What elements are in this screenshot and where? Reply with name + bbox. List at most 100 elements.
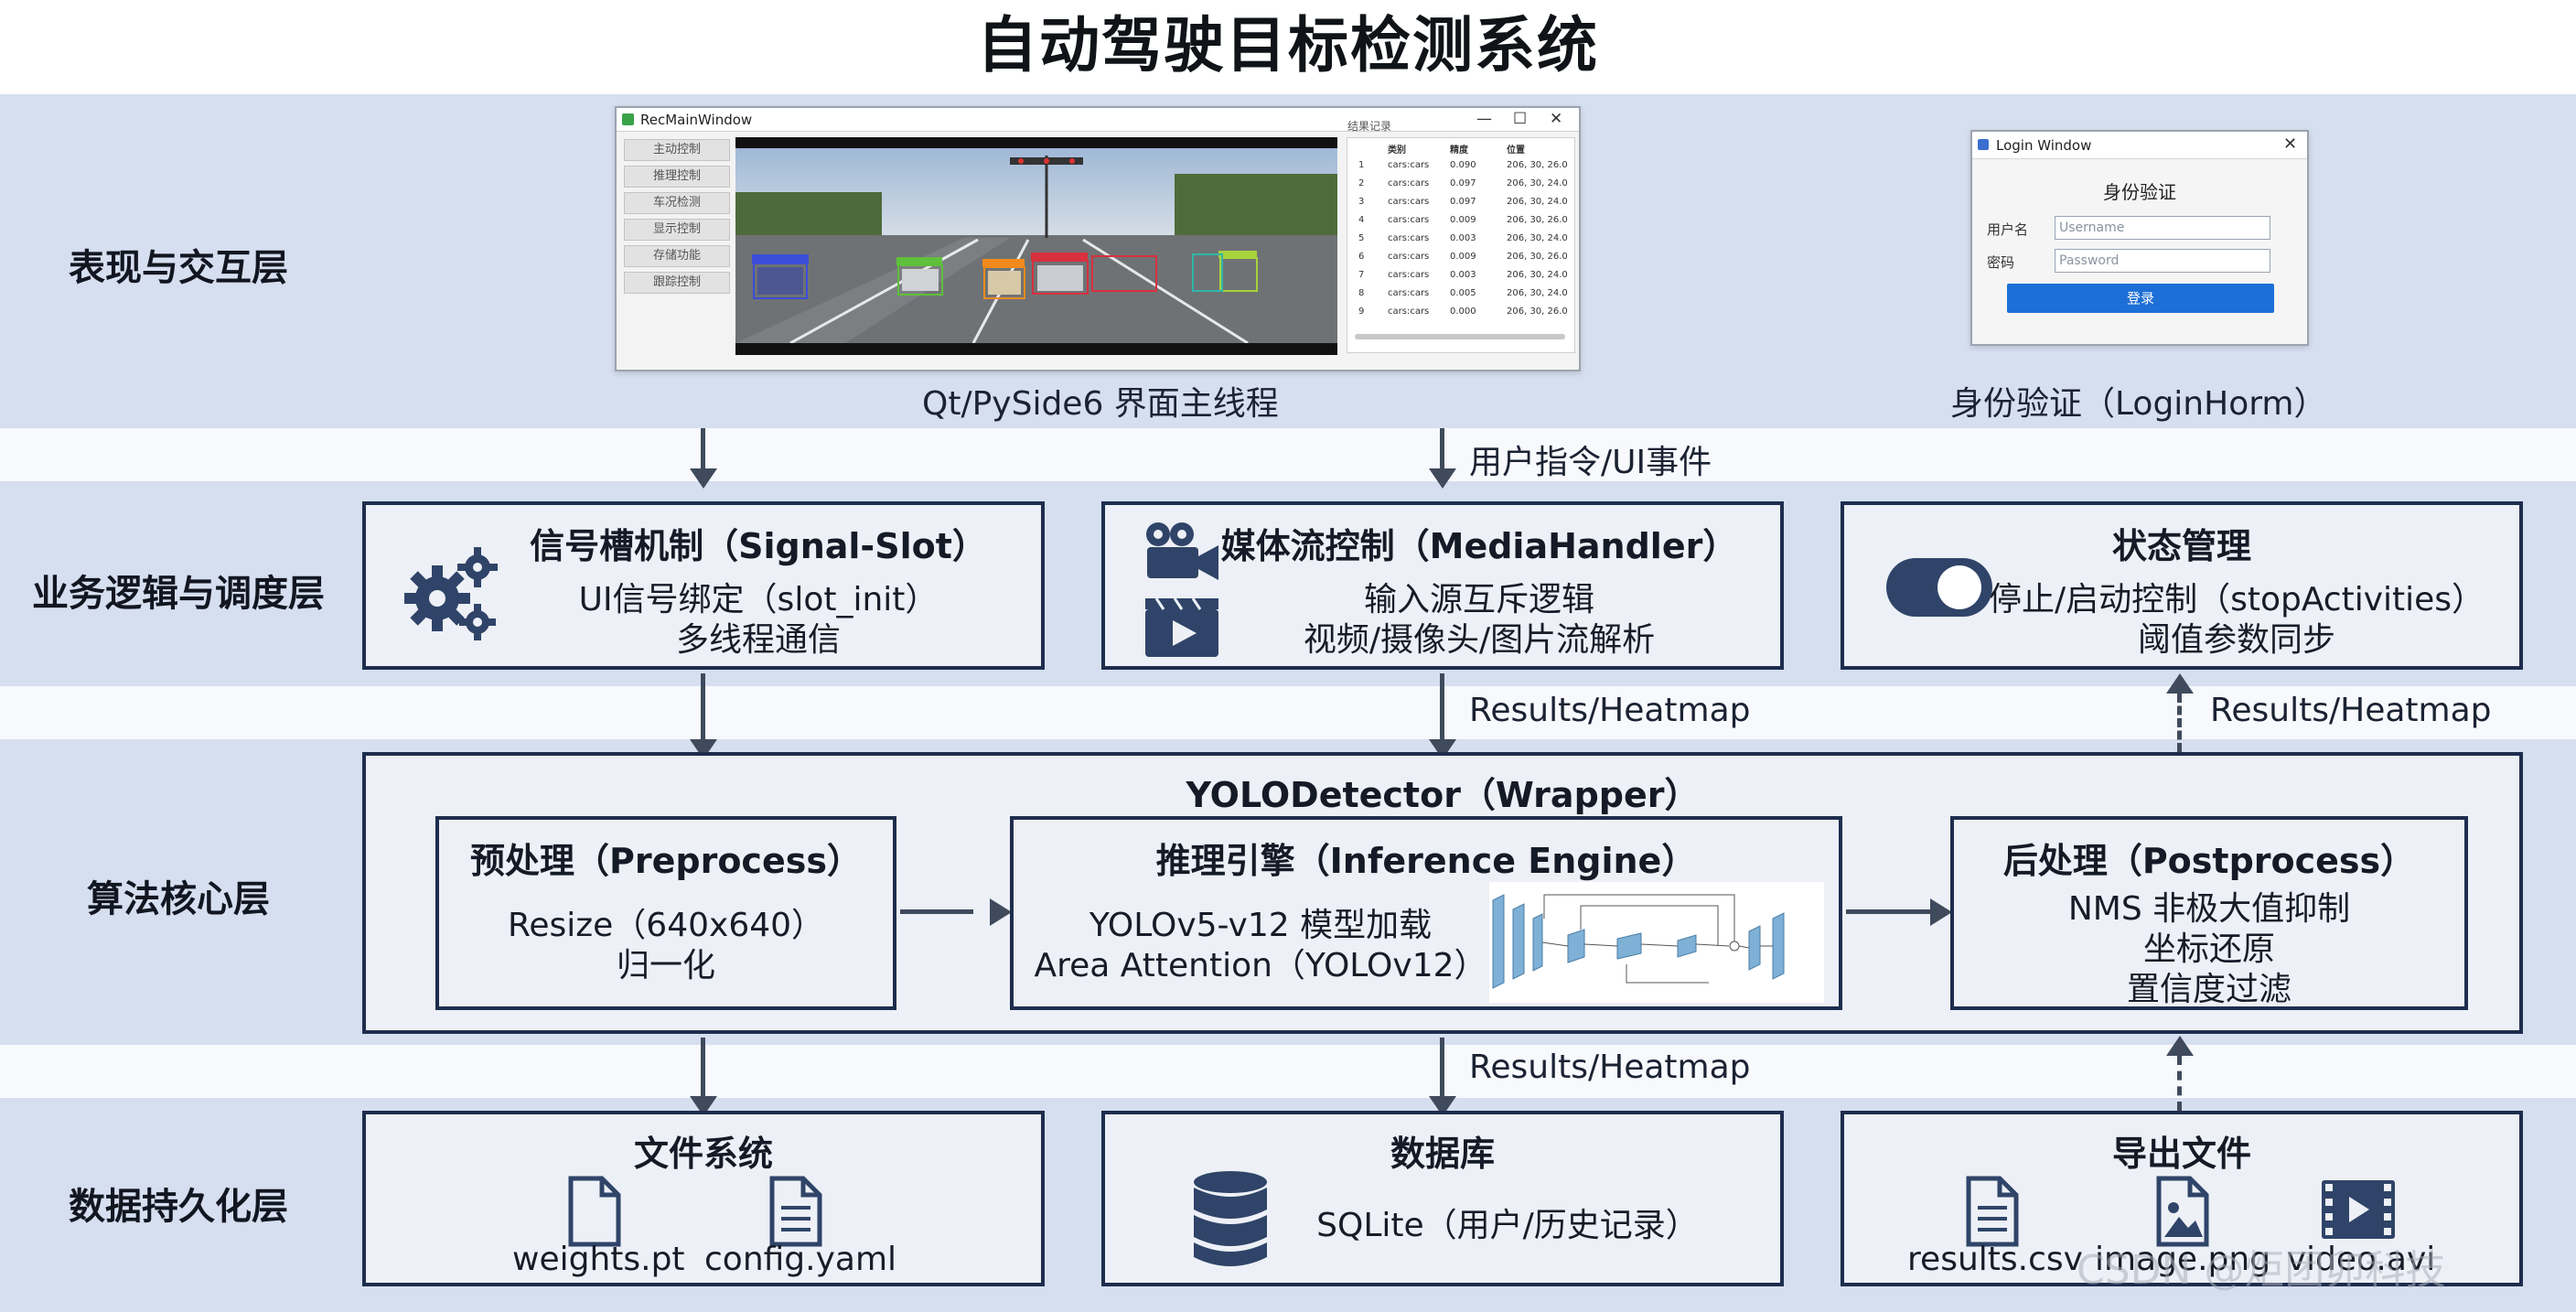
login-window-caption: 身份验证（LoginHorm） bbox=[1950, 385, 2327, 423]
header-class: 类别 bbox=[1388, 145, 1406, 156]
table-cell: 0.009 bbox=[1450, 252, 1476, 262]
postprocess-line3: 置信度过滤 bbox=[2126, 971, 2292, 1008]
file-name-results-csv: results.csv bbox=[1907, 1241, 2083, 1278]
header-confidence: 精度 bbox=[1450, 145, 1468, 156]
table-cell: 7 bbox=[1358, 270, 1365, 280]
table-cell: 0.009 bbox=[1450, 215, 1476, 225]
database-line1: SQLite（用户/历史记录） bbox=[1316, 1207, 1699, 1244]
table-cell: 206, 30, 24.0 bbox=[1507, 197, 1568, 207]
inference-line1: YOLOv5-v12 模型加载 bbox=[1089, 907, 1433, 944]
arrow-head-up bbox=[2166, 1036, 2194, 1056]
gears-icon bbox=[404, 547, 498, 640]
media-handler-title: 媒体流控制（MediaHandler） bbox=[1220, 526, 1738, 566]
results-heatmap-label-bottom: Results/Heatmap bbox=[1469, 1049, 1751, 1086]
arrow-head-up bbox=[2166, 673, 2194, 694]
video-camera-icon bbox=[1146, 522, 1218, 580]
app-icon bbox=[622, 113, 634, 125]
table-cell: 206, 30, 26.0 bbox=[1507, 160, 1568, 170]
table-cell: cars:cars bbox=[1388, 178, 1430, 188]
video-file-icon bbox=[2322, 1180, 2395, 1239]
minimize-icon[interactable]: — bbox=[1476, 110, 1492, 128]
table-cell: 3 bbox=[1358, 197, 1365, 207]
arrow-shaft bbox=[701, 673, 705, 747]
header-location: 位置 bbox=[1507, 145, 1525, 156]
side-button[interactable]: 存储功能 bbox=[624, 245, 730, 267]
arrow-shaft bbox=[1440, 428, 1444, 472]
password-label: 密码 bbox=[1987, 254, 2015, 271]
dashed-arrow-shaft bbox=[2177, 1056, 2182, 1111]
side-button[interactable]: 显示控制 bbox=[624, 219, 730, 241]
username-input[interactable]: Username bbox=[2055, 216, 2270, 240]
page-title: 自动驾驶目标检测系统 bbox=[977, 10, 1599, 81]
table-scrollbar[interactable] bbox=[1355, 334, 1565, 339]
arrow-shaft bbox=[701, 1038, 705, 1103]
close-icon[interactable]: ✕ bbox=[2283, 134, 2298, 154]
table-cell: 6 bbox=[1358, 252, 1365, 262]
layer-label-business: 业务逻辑与调度层 bbox=[32, 573, 325, 615]
export-title: 导出文件 bbox=[2111, 1134, 2251, 1174]
media-handler-line1: 输入源互斥逻辑 bbox=[1363, 581, 1594, 618]
table-row[interactable]: 4 cars:cars 0.009 206, 30, 26.0 bbox=[1351, 215, 1571, 230]
arrow-shaft bbox=[1440, 673, 1444, 747]
table-cell: cars:cars bbox=[1388, 288, 1430, 298]
file-name-video-avi: video.avi bbox=[2286, 1241, 2436, 1278]
road-scene-image bbox=[735, 137, 1337, 355]
side-button[interactable]: 推理控制 bbox=[624, 166, 730, 188]
document-icon bbox=[769, 1176, 822, 1247]
side-button[interactable]: 跟踪控制 bbox=[624, 272, 730, 294]
preprocess-line1: Resize（640x640） bbox=[507, 907, 825, 944]
side-button[interactable]: 主动控制 bbox=[624, 139, 730, 161]
toggle-knob bbox=[1937, 565, 1981, 609]
table-cell: 4 bbox=[1358, 215, 1365, 225]
login-app-icon bbox=[1978, 139, 1989, 150]
gap-1 bbox=[0, 428, 2576, 481]
table-cell: 0.003 bbox=[1450, 233, 1476, 243]
database-title: 数据库 bbox=[1390, 1134, 1495, 1174]
password-input[interactable]: Password bbox=[2055, 249, 2270, 273]
csv-file-icon bbox=[1966, 1176, 2019, 1247]
table-cell: 5 bbox=[1358, 233, 1365, 243]
login-window-screenshot: Login Window ✕ 身份验证 用户名 Username 密码 Pass… bbox=[1970, 130, 2309, 346]
preprocess-line2: 归一化 bbox=[616, 947, 715, 984]
layer-label-presentation: 表现与交互层 bbox=[69, 247, 288, 289]
inference-title: 推理引擎（Inference Engine） bbox=[1155, 841, 1697, 881]
table-cell: 206, 30, 26.0 bbox=[1507, 306, 1568, 317]
table-cell: 2 bbox=[1358, 178, 1365, 188]
table-cell: 206, 30, 26.0 bbox=[1507, 215, 1568, 225]
state-management-title: 状态管理 bbox=[2111, 526, 2251, 566]
side-button[interactable]: 车况检测 bbox=[624, 192, 730, 214]
network-architecture-icon bbox=[1489, 882, 1824, 1003]
detection-video-frame bbox=[735, 137, 1337, 355]
results-heatmap-label-right: Results/Heatmap bbox=[2210, 692, 2492, 729]
postprocess-line2: 坐标还原 bbox=[2142, 930, 2275, 968]
results-table-label: 结果记录 bbox=[1347, 120, 1392, 133]
watermark: CSDN @炬团卯科技 bbox=[2077, 1247, 2446, 1294]
maximize-icon[interactable]: ☐ bbox=[1513, 110, 1528, 128]
layer-label-algorithm: 算法核心层 bbox=[87, 878, 270, 920]
arrow-shaft bbox=[1440, 1038, 1444, 1103]
table-cell: 0.097 bbox=[1450, 178, 1476, 188]
table-cell: 9 bbox=[1358, 306, 1365, 317]
filesystem-box: 文件系统 weights.pt config.yaml bbox=[362, 1111, 1045, 1286]
table-cell: cars:cars bbox=[1388, 252, 1430, 262]
arrow-head bbox=[1429, 468, 1456, 489]
login-window-titlebar: Login Window ✕ bbox=[1972, 132, 2307, 159]
dashed-arrow-shaft bbox=[2177, 694, 2182, 752]
close-icon[interactable]: ✕ bbox=[1550, 110, 1563, 128]
login-window-title: Login Window bbox=[1996, 137, 2092, 154]
file-name-weights: weights.pt bbox=[512, 1241, 685, 1278]
login-button[interactable]: 登录 bbox=[2007, 284, 2274, 313]
table-cell: cars:cars bbox=[1388, 215, 1430, 225]
table-cell: cars:cars bbox=[1388, 306, 1430, 317]
table-cell: 0.097 bbox=[1450, 197, 1476, 207]
inference-engine-box: 推理引擎（Inference Engine） YOLOv5-v12 模型加载 A… bbox=[1010, 816, 1842, 1010]
username-label: 用户名 bbox=[1987, 221, 2029, 238]
